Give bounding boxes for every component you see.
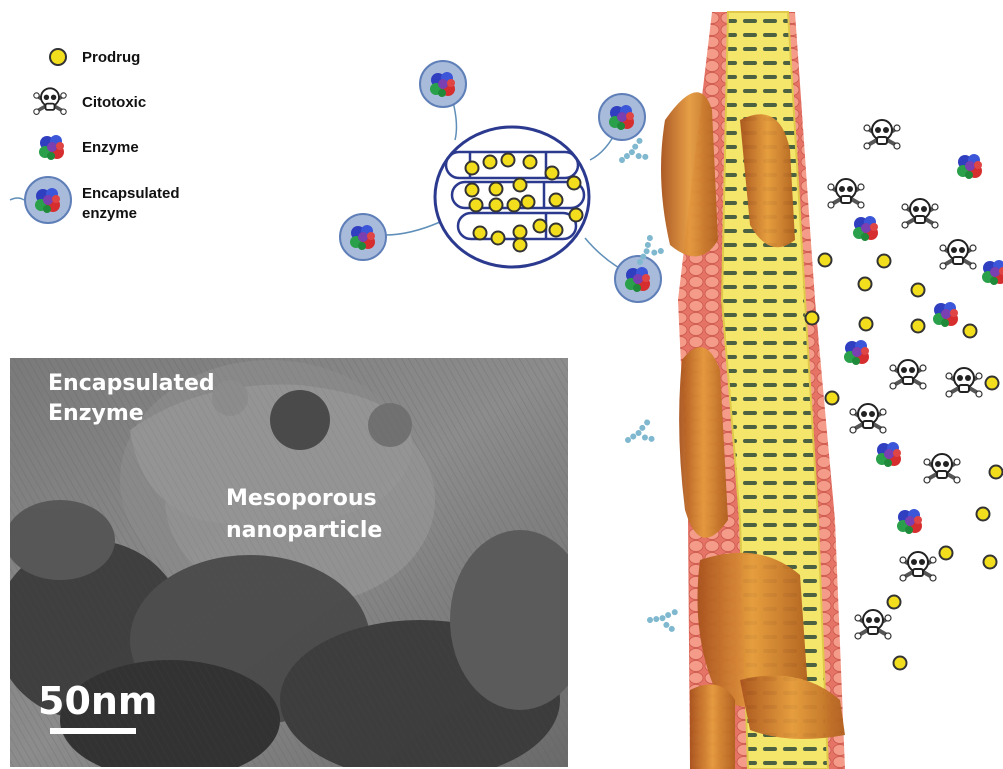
- enzyme-icon: [982, 260, 1003, 285]
- legend-citotoxic-label: Citotoxic: [82, 94, 146, 111]
- skull-icon: [890, 360, 926, 389]
- skull-icon: [900, 552, 936, 581]
- legend-encapsulated-label-line2: enzyme: [82, 205, 137, 222]
- prodrug-dot-icon: [50, 49, 66, 65]
- legend: Prodrug Citotoxic Enzyme Encapsulated en…: [10, 49, 180, 223]
- skull-icon: [924, 454, 960, 483]
- encapsulated-enzyme-icon: [340, 214, 386, 260]
- cell-membrane: [614, 12, 845, 769]
- tem-label-encapsulated-line1: Encapsulated: [48, 371, 215, 396]
- skull-icon: [902, 199, 938, 228]
- enzyme-icon: [876, 442, 901, 467]
- mesoporous-nanoparticle-diagram: [340, 61, 661, 302]
- scale-bar-label: 50nm: [38, 679, 158, 723]
- skull-icon: [940, 240, 976, 269]
- skull-icon: [864, 120, 900, 149]
- legend-prodrug-label: Prodrug: [82, 49, 140, 66]
- enzyme-icon: [844, 340, 869, 365]
- skull-icon: [828, 179, 864, 208]
- tem-label-mesoporous-line1: Mesoporous: [226, 486, 377, 511]
- tem-micrograph: Encapsulated Enzyme Mesoporous nanoparti…: [0, 358, 590, 769]
- scale-bar: [50, 728, 136, 734]
- tem-label-encapsulated-line2: Enzyme: [48, 401, 144, 426]
- encapsulated-enzyme-icon: [599, 94, 645, 140]
- skull-icon: [855, 610, 891, 639]
- enzyme-icon: [957, 154, 982, 179]
- skull-icon: [946, 368, 982, 397]
- legend-encapsulated-label-line1: Encapsulated: [82, 185, 180, 202]
- enzyme-icon: [933, 302, 958, 327]
- enzyme-icon: [853, 216, 878, 241]
- encapsulated-enzyme-icon: [25, 177, 71, 223]
- skull-icon: [850, 404, 886, 433]
- legend-enzyme-label: Enzyme: [82, 139, 139, 156]
- skull-icon: [34, 88, 66, 114]
- enzyme-icon: [897, 509, 922, 534]
- enzyme-icon: [39, 135, 64, 160]
- encapsulated-enzyme-icon: [420, 61, 466, 107]
- tem-label-mesoporous-line2: nanoparticle: [226, 518, 382, 543]
